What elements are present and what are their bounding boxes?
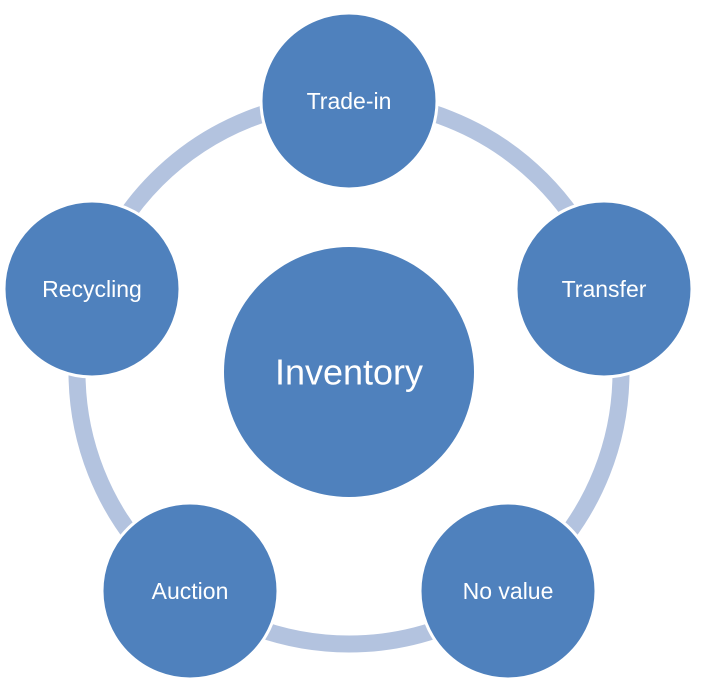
node-label-transfer: Transfer: [562, 276, 647, 302]
node-circle: [259, 11, 439, 191]
node-label-recycling: Recycling: [42, 276, 142, 302]
node-circle: [2, 199, 182, 379]
node-no-value: No value: [418, 501, 598, 681]
node-label-auction: Auction: [152, 578, 229, 604]
node-label-no-value: No value: [463, 578, 554, 604]
center-node: Inventory: [224, 247, 474, 497]
node-auction: Auction: [100, 501, 280, 681]
node-circle: [418, 501, 598, 681]
center-circle: [224, 247, 474, 497]
node-trade-in: Trade-in: [259, 11, 439, 191]
node-circle: [514, 199, 694, 379]
node-label-trade-in: Trade-in: [307, 88, 392, 114]
node-transfer: Transfer: [514, 199, 694, 379]
node-recycling: Recycling: [2, 199, 182, 379]
node-circle: [100, 501, 280, 681]
center-label: Inventory: [275, 352, 423, 393]
